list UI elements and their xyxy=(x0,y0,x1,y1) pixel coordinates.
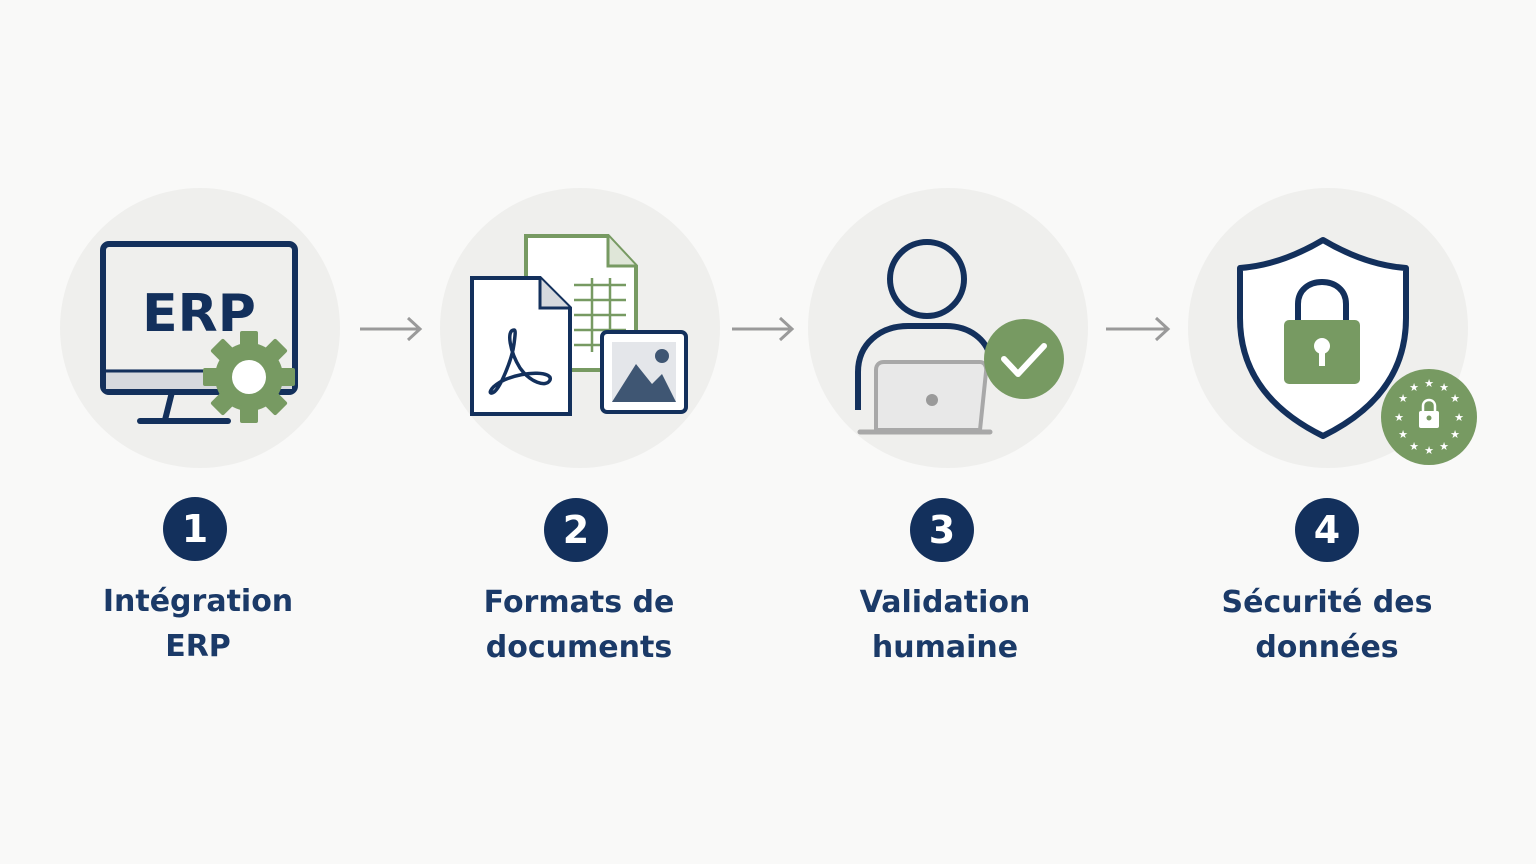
step-2-label-line1: Formats de xyxy=(483,585,675,620)
svg-text:★: ★ xyxy=(1398,392,1408,405)
step-1-label-line1: Intégration xyxy=(102,584,294,619)
svg-text:★: ★ xyxy=(1409,381,1419,394)
svg-text:★: ★ xyxy=(1454,411,1464,424)
step-2-label: Formats de documents xyxy=(429,580,729,670)
erp-text: ERP xyxy=(142,284,256,344)
step-3-number-badge: 3 xyxy=(910,498,974,562)
step-3-label-line1: Validation xyxy=(859,585,1031,620)
step-2-label-line2: documents xyxy=(485,630,673,665)
step-3-label: Validation humaine xyxy=(795,580,1095,670)
step-4-number-badge: 4 xyxy=(1295,498,1359,562)
step-4-label: Sécurité des données xyxy=(1177,580,1477,670)
svg-text:★: ★ xyxy=(1394,411,1404,424)
step-1-number-badge: 1 xyxy=(163,497,227,561)
svg-text:★: ★ xyxy=(1450,392,1460,405)
step-3-label-line2: humaine xyxy=(871,630,1019,665)
step-1-label: Intégration ERP xyxy=(48,579,348,669)
svg-text:★: ★ xyxy=(1424,444,1434,457)
svg-text:★: ★ xyxy=(1439,381,1449,394)
step-1-label-line2: ERP xyxy=(165,629,231,664)
svg-text:★: ★ xyxy=(1424,377,1434,390)
svg-text:★: ★ xyxy=(1398,428,1408,441)
svg-text:★: ★ xyxy=(1439,440,1449,453)
step-4-label-line2: données xyxy=(1255,630,1399,665)
svg-text:★: ★ xyxy=(1450,428,1460,441)
step-2-number-badge: 2 xyxy=(544,498,608,562)
svg-text:★: ★ xyxy=(1409,440,1419,453)
step-4-label-line1: Sécurité des xyxy=(1221,585,1433,620)
